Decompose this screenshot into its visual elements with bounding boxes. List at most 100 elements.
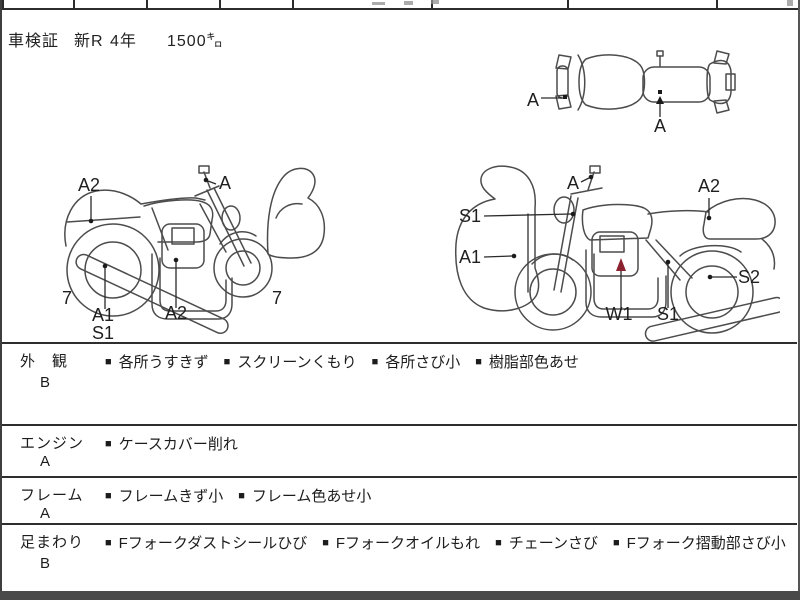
marker-dot	[173, 257, 179, 263]
fuel-tank	[581, 203, 653, 241]
front-wheel-top	[556, 65, 569, 99]
front-wheel-hub	[529, 268, 577, 316]
defect-item: ■スクリーンくもり	[224, 351, 357, 372]
front-wheel	[213, 238, 273, 298]
defect-item: ■フレーム色あせ小	[238, 485, 371, 506]
grade-value: B	[40, 374, 51, 391]
registration-label: 車検証	[8, 33, 60, 50]
left-bike-label-engine: A2	[165, 257, 187, 323]
sheet-bottom-border	[0, 591, 800, 600]
motorcycle-left-side-diagram: A2 A 7 A1 S1 A2 7	[62, 165, 326, 342]
grade-label: A2	[78, 175, 100, 195]
defect-text: 各所さび小	[385, 354, 461, 371]
right-bike-art	[454, 165, 780, 342]
defect-text: チェーンさび	[508, 535, 598, 552]
sheet-left-border	[0, 0, 2, 600]
defect-text: Fフォークダストシールひび	[118, 535, 308, 552]
bullet-icon: ■	[495, 537, 502, 549]
muffler	[75, 253, 229, 335]
frame-tubes	[645, 239, 693, 281]
crash-bar-inner	[159, 257, 227, 312]
front-fender	[219, 231, 257, 245]
category-label: フレーム	[20, 487, 84, 504]
score-label: 7	[272, 288, 282, 308]
right-bike-label-rear-cowl: A2	[698, 176, 720, 221]
defect-item: ■樹脂部色あせ	[475, 351, 579, 372]
fragment-divider	[73, 0, 75, 9]
left-bike-label-rear-cowl: A2	[78, 175, 100, 224]
top-view-label-seat: A	[654, 90, 666, 136]
rear-cowl	[64, 189, 206, 247]
handlebar-arc	[577, 54, 586, 111]
rear-wheel	[66, 223, 160, 317]
grade-label: S1	[657, 304, 679, 324]
cowl-trim-line	[66, 216, 141, 223]
grade-label: A2	[698, 176, 720, 196]
marker-dot	[588, 174, 594, 180]
defect-text: 各所うすきず	[118, 354, 209, 371]
tail-box	[725, 73, 736, 91]
mirror	[198, 165, 210, 174]
fragment-horizontal-rule	[0, 8, 800, 10]
left-bike-art	[64, 165, 326, 335]
bullet-icon: ■	[322, 537, 329, 549]
fragment-divider	[2, 0, 4, 9]
marker-dot	[203, 177, 209, 183]
bullet-icon: ■	[371, 356, 379, 368]
clipped-text-mark	[787, 0, 793, 6]
rear-wheel	[670, 250, 754, 334]
marker-dot	[570, 211, 576, 217]
defect-item: ■ケースカバー削れ	[105, 433, 238, 454]
clipped-text-mark	[372, 2, 385, 5]
front-wheel-hub	[225, 250, 261, 286]
bullet-icon: ■	[105, 356, 112, 368]
marker-dot	[511, 253, 517, 259]
motorcycle-right-side-diagram: A A2 S1 A1 W1 S1 S2	[454, 165, 780, 342]
fragment-divider	[431, 0, 433, 9]
headlight	[553, 196, 575, 224]
grade-label: A	[219, 173, 231, 193]
w1-red-arrowhead	[616, 258, 626, 271]
defect-items: ■フレームきず小 ■フレーム色あせ小	[105, 485, 371, 506]
top-view-label-front: A	[527, 90, 567, 110]
defect-items: ■ 各所うすきず ■スクリーンくもり ■ 各所さび小 ■樹脂部色あせ	[105, 351, 579, 372]
right-bike-label-headlight: S1	[459, 206, 576, 226]
defect-text: スクリーンくもり	[237, 354, 357, 371]
grade-label: A1	[92, 305, 114, 325]
leader-line	[483, 213, 572, 217]
crash-bar-inner	[593, 253, 659, 310]
registration-type: 新R	[74, 33, 104, 50]
defect-text: 樹脂部色あせ	[488, 354, 579, 371]
grade-label: A	[567, 173, 579, 193]
fragment-divider	[567, 0, 569, 9]
handlebar	[194, 185, 220, 197]
defect-items: ■ケースカバー削れ	[105, 433, 238, 454]
right-bike-label-front-fender: A1	[459, 247, 517, 267]
mirror-stem	[587, 171, 595, 191]
marker-dot	[658, 90, 662, 94]
motorcycle-top-view-diagram: A A	[527, 50, 736, 136]
fragment-divider	[146, 0, 148, 9]
left-bike-label-muffler: A1 S1	[92, 263, 114, 342]
arrowhead-up	[656, 96, 664, 104]
marker-dot	[706, 215, 712, 221]
marker-dot	[102, 263, 108, 269]
category-label: 足まわり	[20, 534, 85, 551]
category-label: 外 観	[20, 353, 69, 370]
clipped-text-mark	[431, 0, 439, 4]
right-bike-label-frame: S1	[657, 259, 679, 324]
mirror	[589, 165, 601, 174]
bullet-icon: ■	[238, 490, 245, 502]
defect-item: ■Fフォークオイルもれ	[322, 532, 480, 553]
headlight	[221, 205, 241, 231]
grade-label: A2	[165, 303, 187, 323]
defect-text: ケースカバー削れ	[118, 436, 238, 453]
tank-sidecover	[143, 199, 214, 243]
fairing-piece	[266, 167, 326, 259]
rear-fender-arc	[679, 244, 742, 257]
defect-item: ■Fフォーク摺動部さび小	[613, 532, 786, 553]
marker-dot	[563, 95, 567, 99]
category-label: エンジン	[20, 435, 85, 452]
left-bike-label-mirror: A	[203, 173, 231, 193]
rear-cowl	[702, 197, 776, 240]
